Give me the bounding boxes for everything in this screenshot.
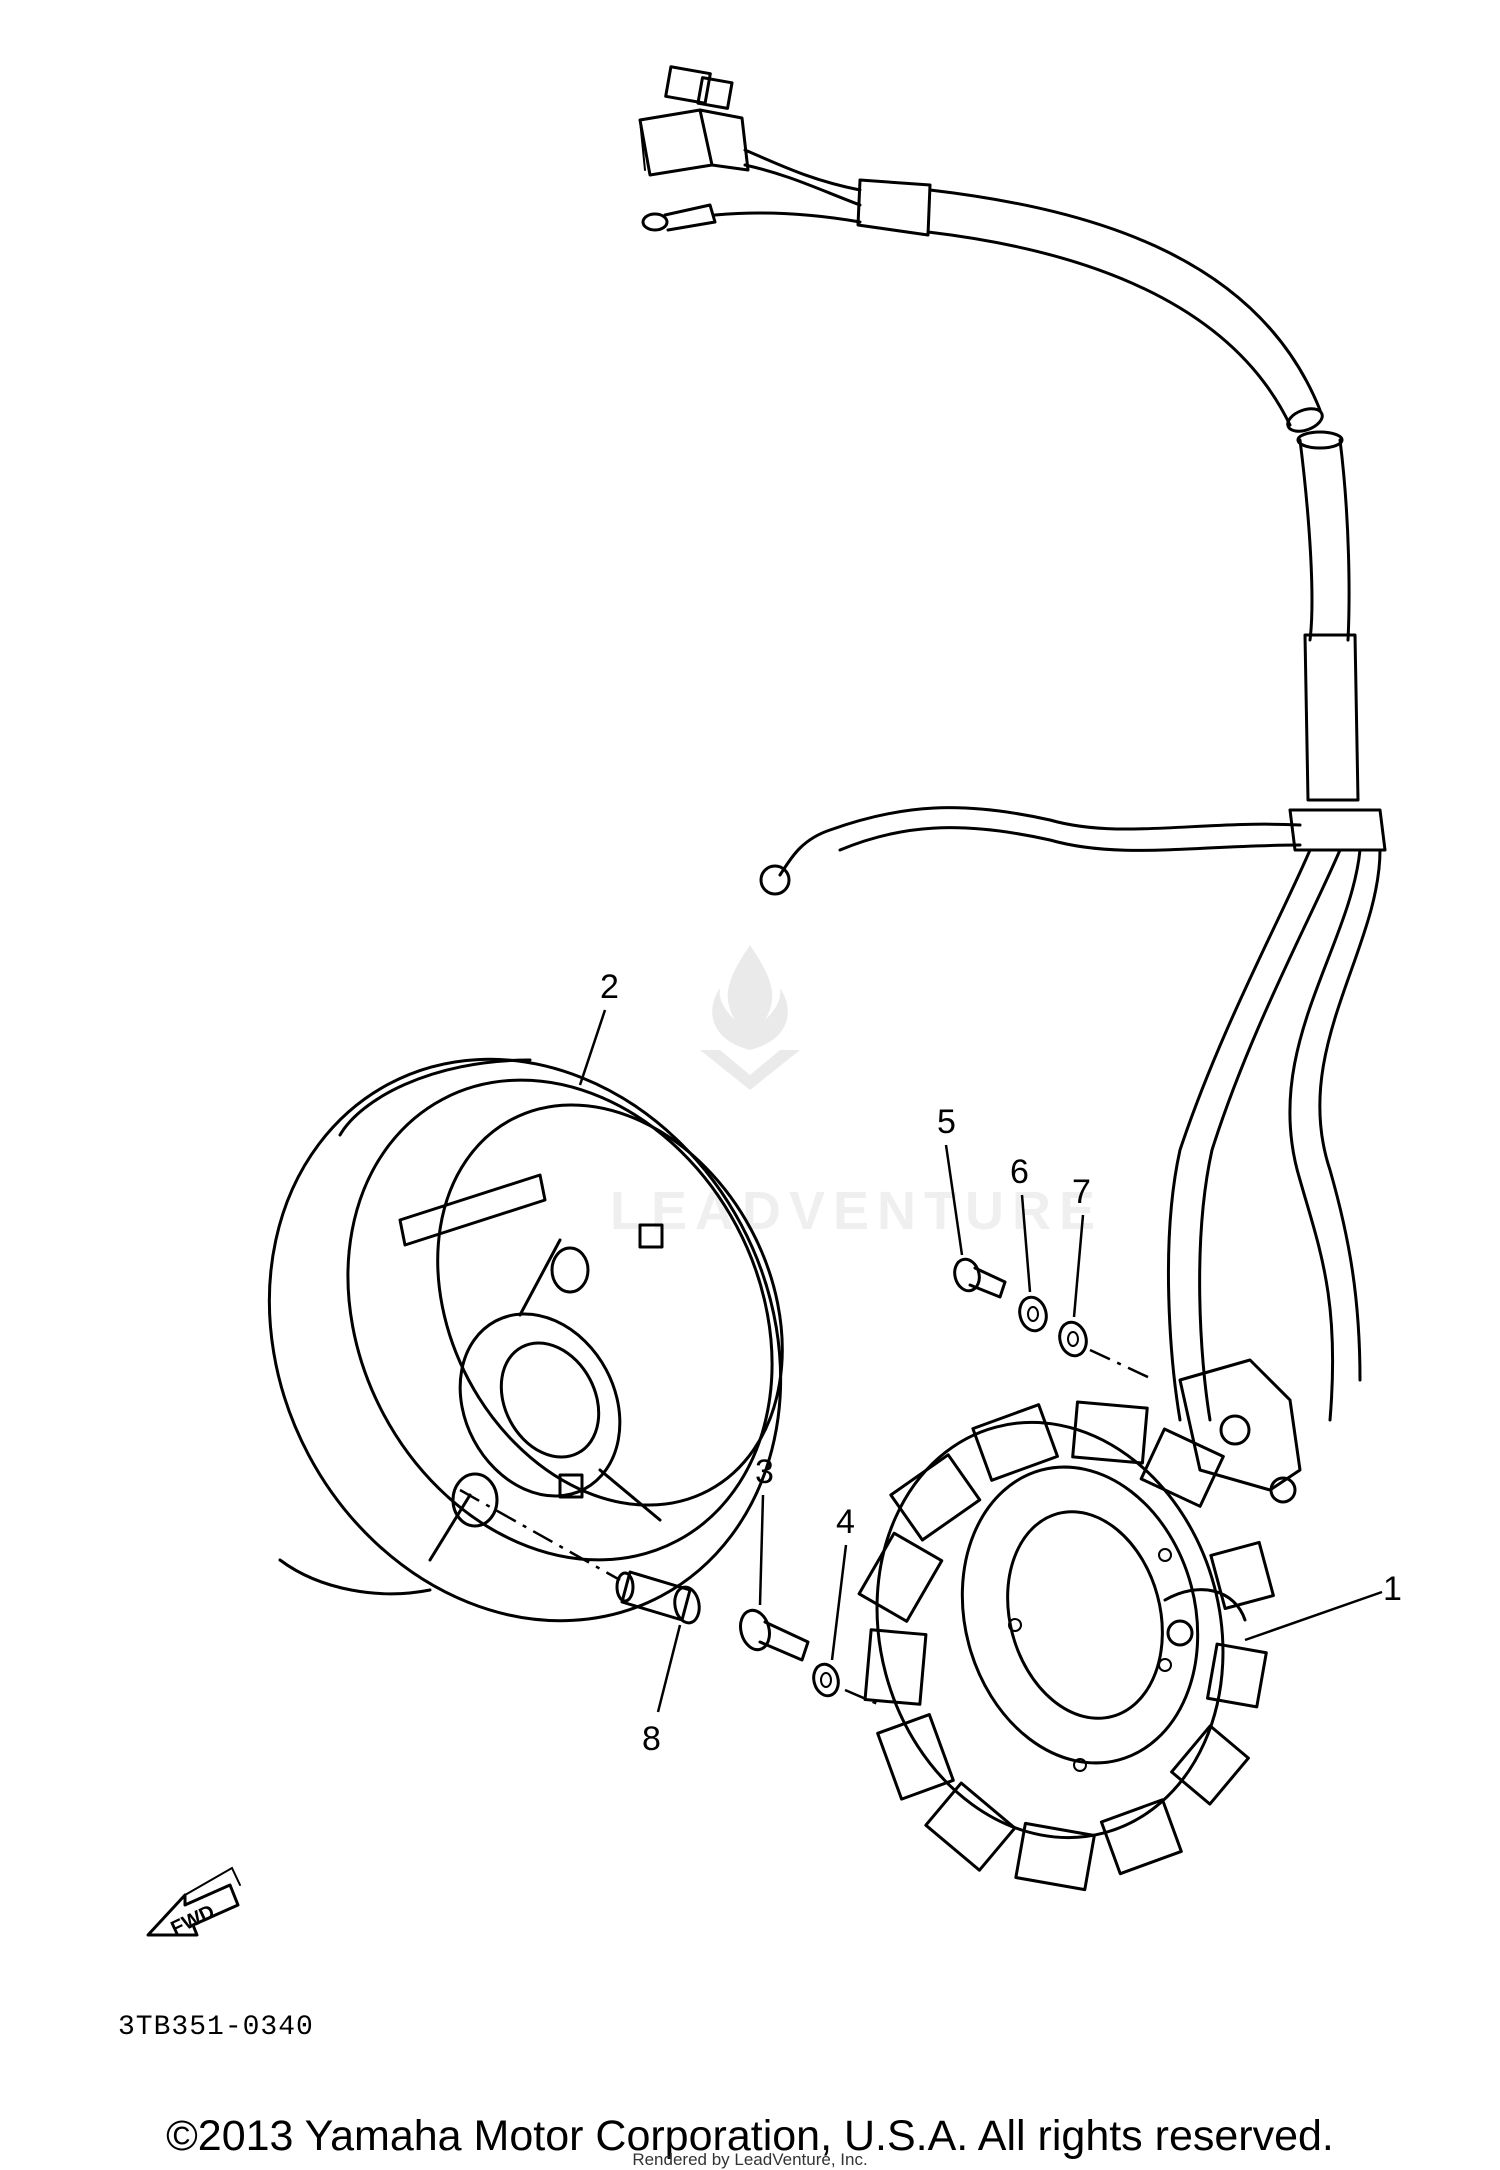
stator-coils — [857, 1400, 1275, 1892]
stator-screw-axis — [844, 1688, 881, 1707]
pickup-screw-axis — [1089, 1348, 1151, 1380]
bullet-connector — [641, 203, 717, 232]
render-credit: Rendered by LeadVenture, Inc. — [632, 2150, 868, 2169]
stator-assembly — [857, 1400, 1275, 1892]
callout-8: 8 — [642, 1720, 661, 1758]
callout-1: 1 — [1383, 1570, 1402, 1608]
pickup-coil — [1178, 1358, 1302, 1504]
pickup-washer — [1058, 1320, 1088, 1358]
leader-line-4 — [830, 1544, 848, 1661]
flywheel-bolt — [615, 1570, 701, 1625]
stator-screw — [739, 1608, 810, 1662]
leader-line-6 — [1020, 1194, 1032, 1293]
callout-6: 6 — [1010, 1153, 1029, 1191]
stator-washer — [812, 1662, 840, 1698]
diagram-code: 3TB351-0340 — [118, 2012, 314, 2043]
watermark-text: LEADVENTURE — [610, 1181, 1104, 1241]
copyright-notice: ©2013 Yamaha Motor Corporation, U.S.A. A… — [166, 2112, 1334, 2160]
callout-7: 7 — [1072, 1173, 1091, 1211]
callout-4: 4 — [836, 1503, 855, 1541]
leader-line-3 — [758, 1494, 765, 1606]
fwd-direction-arrow: FWD — [146, 1866, 241, 1940]
callout-5: 5 — [937, 1103, 956, 1141]
wire-harness — [638, 65, 1387, 1422]
flywheel-bolt-axis — [459, 1488, 621, 1582]
pickup-lock-washer — [1018, 1295, 1048, 1333]
leader-line-5 — [944, 1144, 964, 1256]
leader-line-7 — [1072, 1214, 1085, 1318]
leader-line-2 — [578, 1009, 607, 1086]
leader-line-8 — [656, 1624, 682, 1713]
leader-line-1 — [1244, 1590, 1383, 1642]
harness-connector — [638, 65, 750, 177]
callout-3: 3 — [755, 1453, 774, 1491]
callout-2: 2 — [600, 968, 619, 1006]
pickup-screw — [953, 1257, 1007, 1299]
flywheel-rotor — [267, 1057, 784, 1623]
leadventure-watermark-logo — [700, 945, 800, 1090]
